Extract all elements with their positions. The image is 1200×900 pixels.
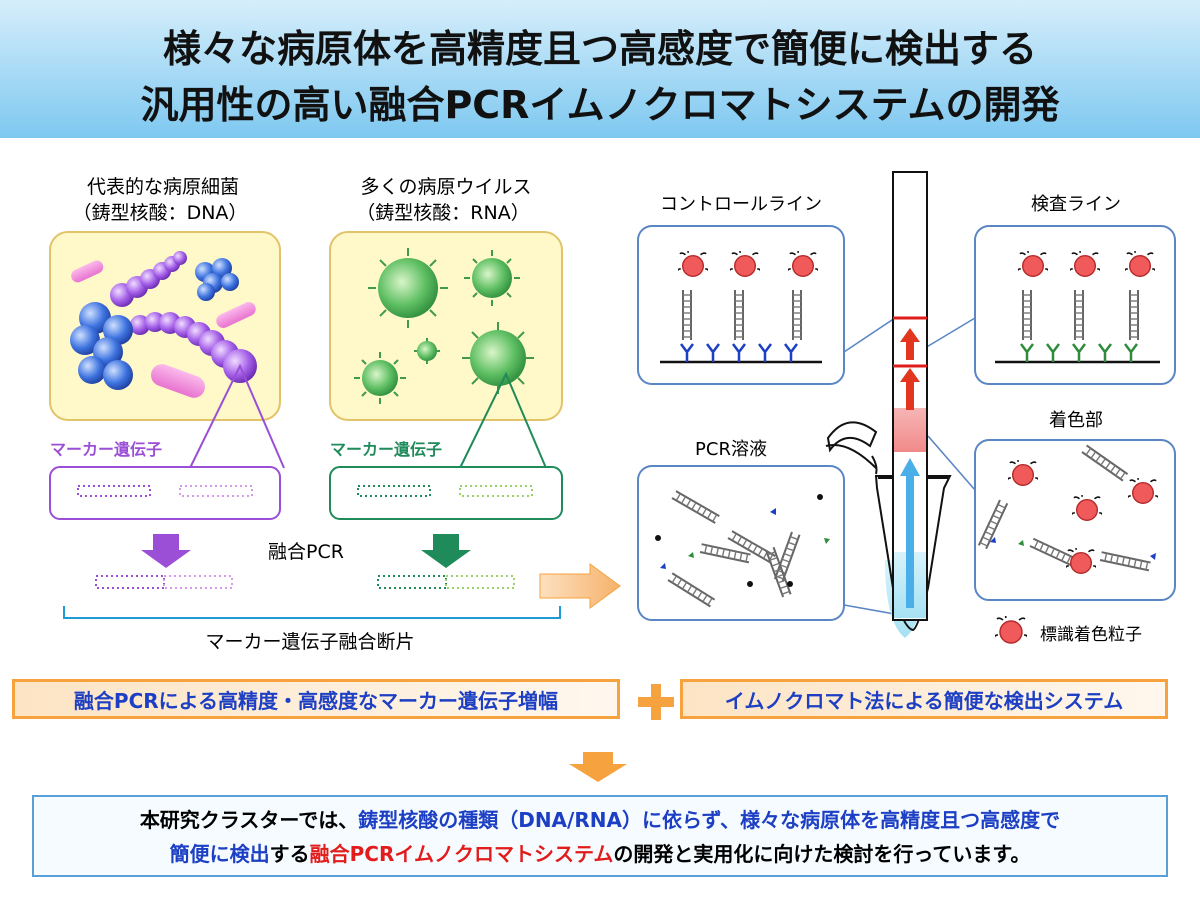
virus-fusion-fragment <box>377 575 515 589</box>
bacteria-callout-line <box>189 363 285 469</box>
conclusion-part-5: 融合PCRイムノクロマトシステム <box>309 842 614 866</box>
to-strip-arrow <box>539 563 621 609</box>
virus-illustration <box>354 248 534 404</box>
conclusion-part-2: 鋳型核酸の種類（DNA/RNA）に依らず、様々な病原体を高精度且つ高感度で <box>358 808 1061 832</box>
marker-gene-label-bacteria: マーカー遺伝子 <box>50 440 162 459</box>
bacteria-subtitle: （鋳型核酸：DNA） <box>73 201 248 224</box>
virus-subtitle: （鋳型核酸：RNA） <box>356 201 529 224</box>
fusion-fragment-bracket <box>63 606 561 619</box>
conclusion-part-3: 簡便に検出 <box>169 842 270 866</box>
plus-icon <box>638 684 674 720</box>
virus-marker-gene-box <box>329 466 563 520</box>
colored-part-detail <box>977 444 1158 575</box>
conclusion-part-4: する <box>269 842 310 866</box>
pcr-solution-detail <box>655 490 830 608</box>
conclusion-part-6: の開発と実用化に向けた検討を行っています。 <box>613 842 1031 866</box>
fusion-pcr-label: 融合PCR <box>268 541 344 563</box>
control-line-detail <box>660 251 822 364</box>
virus-down-arrow <box>421 534 471 568</box>
control-line-box <box>637 225 845 385</box>
colored-part-label: 着色部 <box>1049 410 1103 431</box>
bacteria-illustration <box>70 251 257 398</box>
title-line-2: 汎用性の高い融合PCRイムノクロマトシステムの開発 <box>140 83 1060 127</box>
pcr-solution-box <box>637 465 845 621</box>
control-line-label: コントロールライン <box>660 194 822 215</box>
benefit-bar-pcr: 融合PCRによる高精度・高感度なマーカー遺伝子増幅 <box>12 679 620 719</box>
pcr-solution-label: PCR溶液 <box>695 439 767 460</box>
virus-marker-genes <box>357 485 533 497</box>
bacteria-down-arrow <box>141 534 191 568</box>
legend-particle-icon <box>995 616 1027 644</box>
test-line-label: 検査ライン <box>1031 194 1121 215</box>
colored-part-box <box>974 439 1176 601</box>
header-banner: 様々な病原体を高精度且つ高感度で簡便に検出する 汎用性の高い融合PCRイムノクロ… <box>0 0 1200 138</box>
bacteria-marker-genes <box>77 485 253 497</box>
virus-callout-line <box>459 371 547 469</box>
bacteria-marker-gene-box <box>49 466 281 520</box>
marker-gene-label-virus: マーカー遺伝子 <box>330 440 442 459</box>
legend-label: 標識着色粒子 <box>1040 625 1142 645</box>
conclusion-part-1: 本研究クラスターでは、 <box>139 808 359 832</box>
bacteria-title: 代表的な病原細菌 <box>87 176 239 198</box>
virus-title: 多くの病原ウイルス <box>360 176 531 198</box>
conclusion-box: 本研究クラスターでは、鋳型核酸の種類（DNA/RNA）に依らず、様々な病原体を高… <box>32 795 1168 877</box>
title-line-1: 様々な病原体を高精度且つ高感度で簡便に検出する <box>162 27 1037 71</box>
test-line-detail <box>995 251 1160 364</box>
conclusion-down-arrow <box>569 752 627 782</box>
flow-arrows <box>900 328 920 608</box>
bacteria-fusion-fragment <box>95 575 233 589</box>
tube-lid <box>825 421 878 475</box>
benefit-bar-immuno: イムノクロマト法による簡便な検出システム <box>680 679 1168 719</box>
fusion-fragment-label: マーカー遺伝子融合断片 <box>205 631 414 653</box>
